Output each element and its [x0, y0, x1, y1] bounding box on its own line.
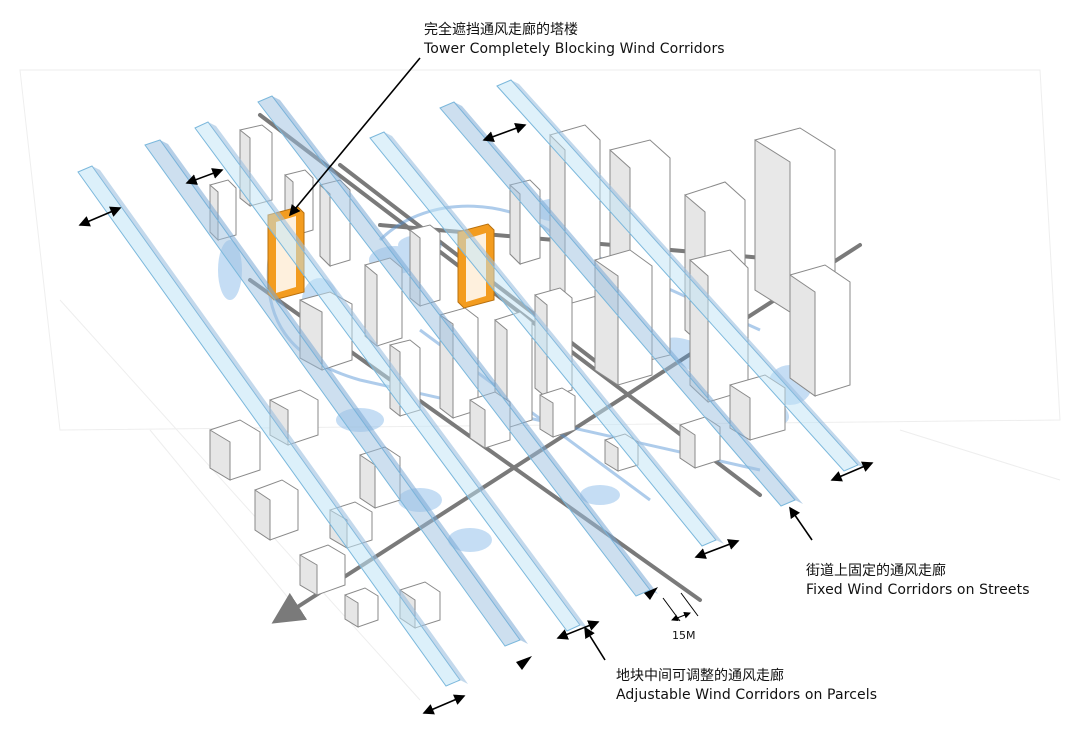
low-block-11 [679, 416, 721, 469]
annotation-leaders [288, 57, 813, 661]
site-plan-background [19, 69, 1061, 701]
annotation-tower-blocking: 完全遮挡通风走廊的塔楼 Tower Completely Blocking Wi… [424, 21, 725, 59]
corridor-fixed-2 [257, 95, 658, 597]
annotation-adjustable-corridors: 地块中间可调整的通风走廊 Adjustable Wind Corridors o… [616, 667, 877, 705]
annotation-tower-blocking-zh: 完全遮挡通风走廊的塔楼 [424, 22, 578, 38]
scale-indicator [662, 592, 699, 622]
annotation-fixed-corridors-en: Fixed Wind Corridors on Streets [806, 582, 1030, 598]
leader-tower [288, 57, 421, 217]
annotation-tower-blocking-en: Tower Completely Blocking Wind Corridors [424, 41, 725, 57]
wind-corridor-slabs [77, 79, 866, 687]
corridor-end-markers [516, 587, 658, 670]
tower-r1 [754, 127, 836, 313]
annotation-adjustable-corridors-zh: 地块中间可调整的通风走廊 [616, 668, 784, 684]
low-block-9 [539, 387, 576, 438]
leader-adjustable [584, 626, 606, 661]
scale-label: 15M [672, 629, 696, 642]
corridor-fixed-3 [439, 101, 803, 507]
low-block-1 [209, 419, 261, 481]
low-block-4 [299, 544, 346, 596]
corridor-adjustable-1 [77, 165, 468, 687]
low-block-3 [254, 479, 299, 541]
annotation-fixed-corridors: 街道上固定的通风走廊 Fixed Wind Corridors on Stree… [806, 562, 1030, 600]
leader-fixed [789, 506, 813, 541]
low-block-13 [344, 587, 379, 628]
low-block-12 [729, 374, 786, 441]
annotation-fixed-corridors-zh: 街道上固定的通风走廊 [806, 563, 946, 579]
annotation-adjustable-corridors-en: Adjustable Wind Corridors on Parcels [616, 687, 878, 703]
corridor-fixed-1 [144, 139, 528, 647]
tower-r6 [789, 264, 851, 397]
corridor-width-arrows [78, 123, 874, 715]
